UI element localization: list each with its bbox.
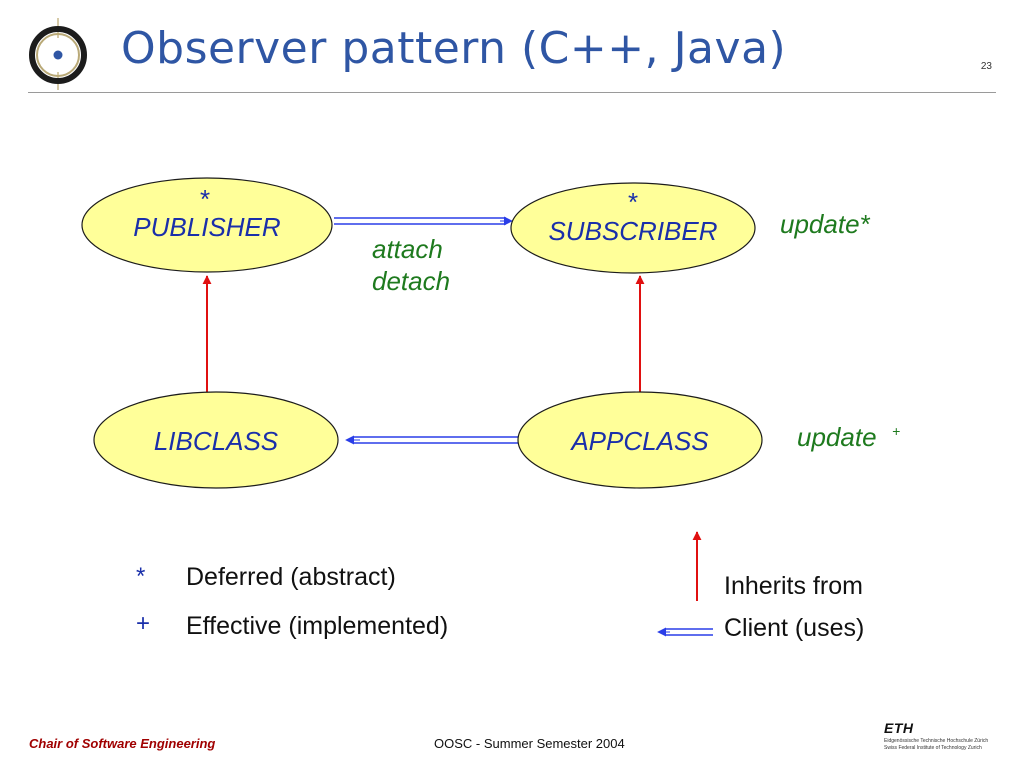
publisher-node: * PUBLISHER (81, 177, 333, 273)
legend-deferred-text: Deferred (abstract) (186, 563, 396, 591)
publisher-client-of-subscriber-arrow (334, 216, 513, 226)
publisher-deferred-marker: * (200, 184, 210, 214)
attach-label: attach (372, 234, 443, 264)
footer-chair: Chair of Software Engineering (29, 736, 216, 751)
appclass-node: APPCLASS (517, 391, 763, 489)
title-divider (28, 92, 996, 93)
libclass-node: LIBCLASS (93, 391, 339, 489)
appclass-label: APPCLASS (569, 426, 709, 456)
publisher-label: PUBLISHER (133, 212, 280, 242)
update-deferred-label: update* (780, 209, 871, 239)
subscriber-label: SUBSCRIBER (548, 216, 717, 246)
legend-client-arrow (657, 627, 713, 637)
subscriber-deferred-marker: * (628, 187, 638, 217)
update-effective-label: update (797, 422, 877, 452)
footer-course: OOSC - Summer Semester 2004 (434, 736, 625, 751)
page-number: 23 (980, 61, 992, 72)
eth-mark: ETH (884, 720, 914, 736)
eth-line-1: Eidgenössische Technische Hochschule Zür… (884, 738, 989, 744)
legend-inherits-text: Inherits from (724, 572, 863, 600)
subscriber-node: * SUBSCRIBER (510, 182, 756, 274)
slide-title: Observer pattern (C++, Java) (121, 23, 787, 74)
legend-deferred-symbol: * (136, 563, 146, 590)
chair-logo-icon (29, 18, 87, 90)
legend-effective-symbol: + (136, 610, 151, 637)
libclass-label: LIBCLASS (154, 426, 279, 456)
update-effective-marker: + (892, 423, 900, 439)
legend-client-text: Client (uses) (724, 614, 865, 642)
eth-logo: ETH Eidgenössische Technische Hochschule… (878, 720, 998, 752)
detach-label: detach (372, 266, 450, 296)
eth-line-2: Swiss Federal Institute of Technology Zu… (884, 745, 982, 751)
appclass-client-of-libclass-arrow (345, 435, 521, 445)
legend-effective-text: Effective (implemented) (186, 612, 449, 640)
